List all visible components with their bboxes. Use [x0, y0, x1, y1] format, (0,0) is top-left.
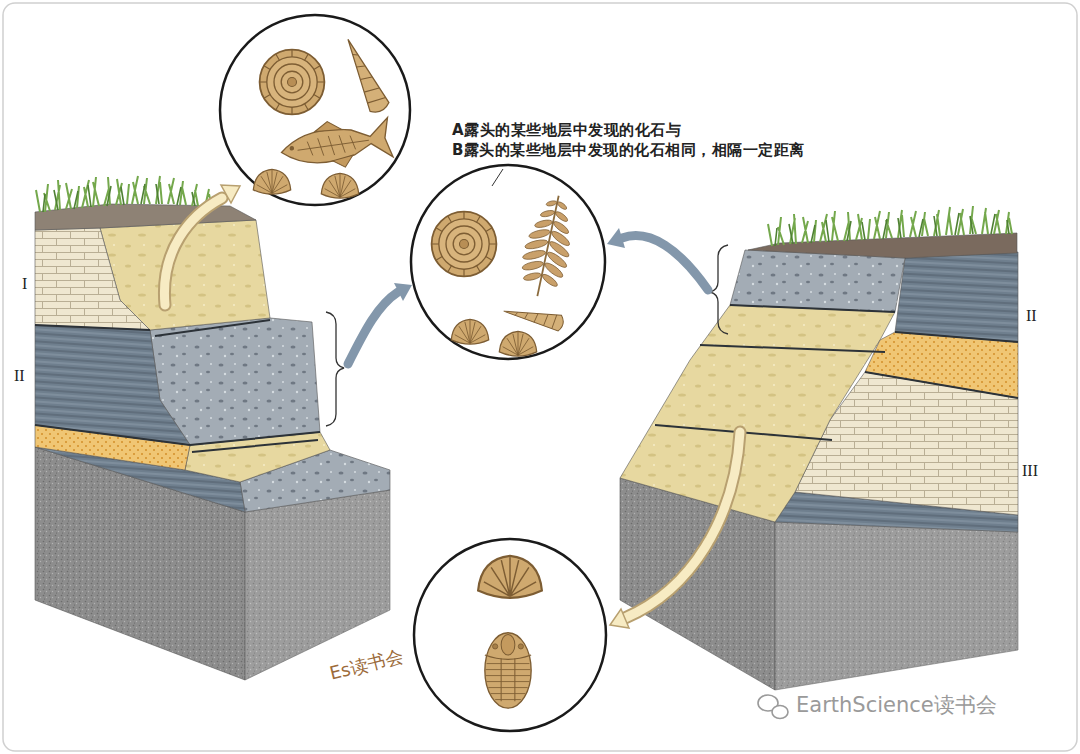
- layer-number: I: [22, 274, 27, 295]
- watermark: EarthScience读书会: [796, 692, 997, 719]
- arrow: [164, 185, 240, 305]
- note-text: A露头的某些地层中发现的化石与 B露头的某些地层中发现的化石相同，相隔一定距离: [452, 121, 922, 160]
- fossil-circle: [414, 539, 606, 731]
- arrow: [348, 283, 412, 364]
- outcrop-a: [35, 204, 390, 680]
- watermark: Es读书会: [327, 644, 405, 685]
- bracket: [326, 312, 344, 426]
- fossil-circle: [220, 15, 410, 205]
- grass: [768, 206, 1012, 246]
- grass: [36, 176, 212, 212]
- arrow: [607, 228, 708, 290]
- wechat-icon: [758, 695, 788, 719]
- bracket: [710, 245, 728, 334]
- leader-line: [492, 169, 503, 186]
- grass: [43, 184, 195, 212]
- layer-number: II: [1026, 306, 1037, 327]
- outcrop-b: [620, 233, 1018, 690]
- layer-number: II: [14, 366, 25, 387]
- grass: [775, 213, 1009, 246]
- arrow: [610, 432, 740, 628]
- fossil-circle: [411, 165, 605, 359]
- layer-number: III: [1022, 461, 1038, 482]
